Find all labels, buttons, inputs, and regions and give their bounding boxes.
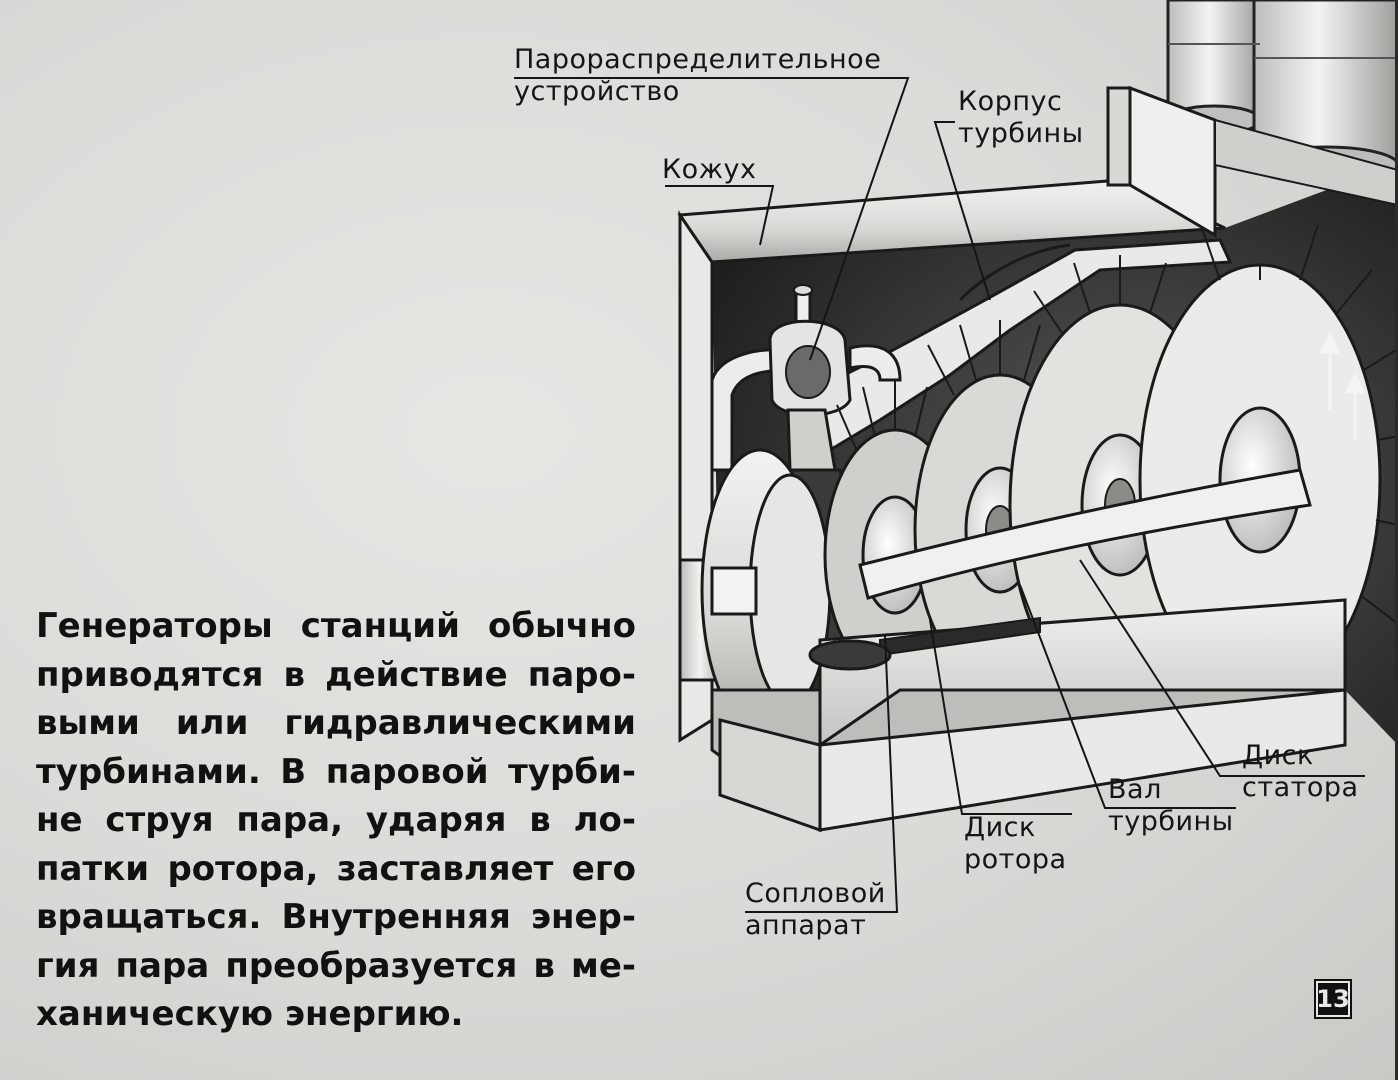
caption-line: турбинами. В паровой турби- [36, 751, 636, 792]
label-nozzle-apparatus-line2: аппарат [745, 910, 867, 941]
label-turbine-shaft-line1: Вал [1108, 774, 1162, 805]
caption-line: выми или гидравлическими [36, 703, 636, 743]
label-rotor-disc: Диск ротора [964, 812, 1067, 876]
label-turbine-casing-line2: турбины [958, 118, 1084, 149]
label-turbine-casing-line1: Корпус [958, 86, 1063, 117]
label-stator-disc-line1: Диск [1242, 740, 1314, 771]
caption-line: не струя пара, ударяя в ло- [36, 800, 636, 840]
caption-line: ханическую энергию. [36, 994, 464, 1034]
label-steam-distributor-line2: устройство [514, 76, 680, 107]
leader-lines [514, 77, 1365, 913]
label-nozzle-apparatus: Сопловой аппарат [745, 878, 886, 942]
label-stator-disc: Диск статора [1242, 740, 1359, 804]
label-turbine-shaft-line2: турбины [1108, 806, 1234, 837]
label-turbine-casing: Корпус турбины [958, 86, 1084, 150]
caption-line: патки ротора, заставляет его [36, 848, 636, 889]
label-stator-disc-line2: статора [1242, 772, 1359, 803]
bearing-pedestal [678, 448, 832, 732]
label-steam-distributor-line1: Парораспределительное [514, 44, 882, 75]
caption-line: Генераторы станций обычно [36, 606, 636, 646]
label-rotor-disc-line2: ротора [964, 844, 1067, 875]
label-jacket: Кожух [662, 154, 757, 185]
steam-flow-arrows [1319, 331, 1366, 440]
caption-paragraph: Генераторы станций обычно приводятся в д… [36, 602, 636, 1039]
turbine-shaft [858, 468, 1312, 600]
page-number-badge: 13 [1314, 979, 1352, 1019]
label-nozzle-apparatus-line1: Сопловой [745, 878, 886, 909]
label-steam-distributor: Парораспределительное устройство [514, 44, 881, 108]
caption-line: вращаться. Внутренняя энер- [36, 897, 636, 937]
caption-line: гия пара преобразуется в ме- [36, 945, 636, 986]
label-rotor-disc-line1: Диск [964, 812, 1036, 843]
caption-line: приводятся в действие паро- [36, 654, 636, 695]
steam-distributor-valve [768, 284, 852, 472]
label-turbine-shaft: Вал турбины [1108, 774, 1234, 838]
